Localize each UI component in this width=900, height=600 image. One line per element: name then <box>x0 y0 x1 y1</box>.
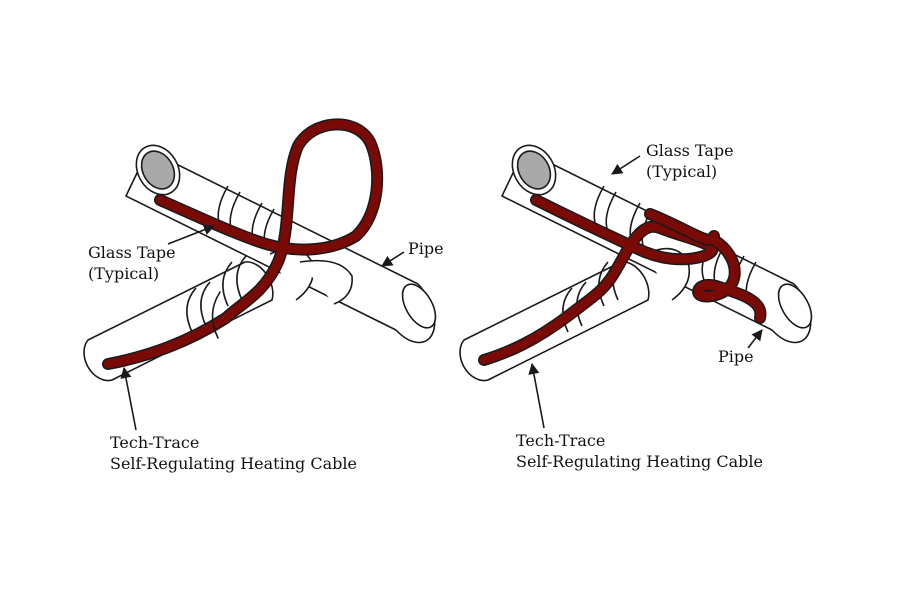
right-cable-arrow <box>528 362 545 429</box>
left-glass-tape-arrow <box>167 224 216 245</box>
right-pipe-end-cap <box>516 150 552 190</box>
right-glass-tape-label: Glass Tape (Typical) <box>646 140 734 182</box>
right-pipe-arrow <box>747 329 763 349</box>
left-cable-arrow <box>120 366 137 431</box>
left-cable-label-line2: Self-Regulating Heating Cable <box>110 454 357 473</box>
left-glass-tape-label-line1: Glass Tape <box>88 243 176 262</box>
right-cable-label: Tech-Trace Self-Regulating Heating Cable <box>516 430 763 472</box>
right-glass-tape-label-line1: Glass Tape <box>646 141 734 160</box>
left-pipe-label-text: Pipe <box>408 239 444 258</box>
left-pipe-end-cap <box>140 150 176 190</box>
left-glass-tape-label: Glass Tape (Typical) <box>88 242 176 284</box>
left-cable-label-line1: Tech-Trace <box>110 433 200 452</box>
right-pipe-label: Pipe <box>718 346 754 367</box>
right-heating-cable <box>478 194 767 366</box>
right-glass-tape-label-line2: (Typical) <box>646 162 718 181</box>
left-glass-tape-label-line2: (Typical) <box>88 264 160 283</box>
left-tee-diagram <box>83 118 437 431</box>
left-heating-cable <box>102 118 384 370</box>
left-pipe-label: Pipe <box>408 238 444 259</box>
left-pipe-arrow <box>381 251 405 267</box>
right-pipe-label-text: Pipe <box>718 347 754 366</box>
right-cable-label-line1: Tech-Trace <box>516 431 606 450</box>
left-cable-label: Tech-Trace Self-Regulating Heating Cable <box>110 432 357 474</box>
right-glass-tape-arrow <box>611 155 641 175</box>
right-cable-label-line2: Self-Regulating Heating Cable <box>516 452 763 471</box>
right-tee-diagram <box>459 144 813 429</box>
